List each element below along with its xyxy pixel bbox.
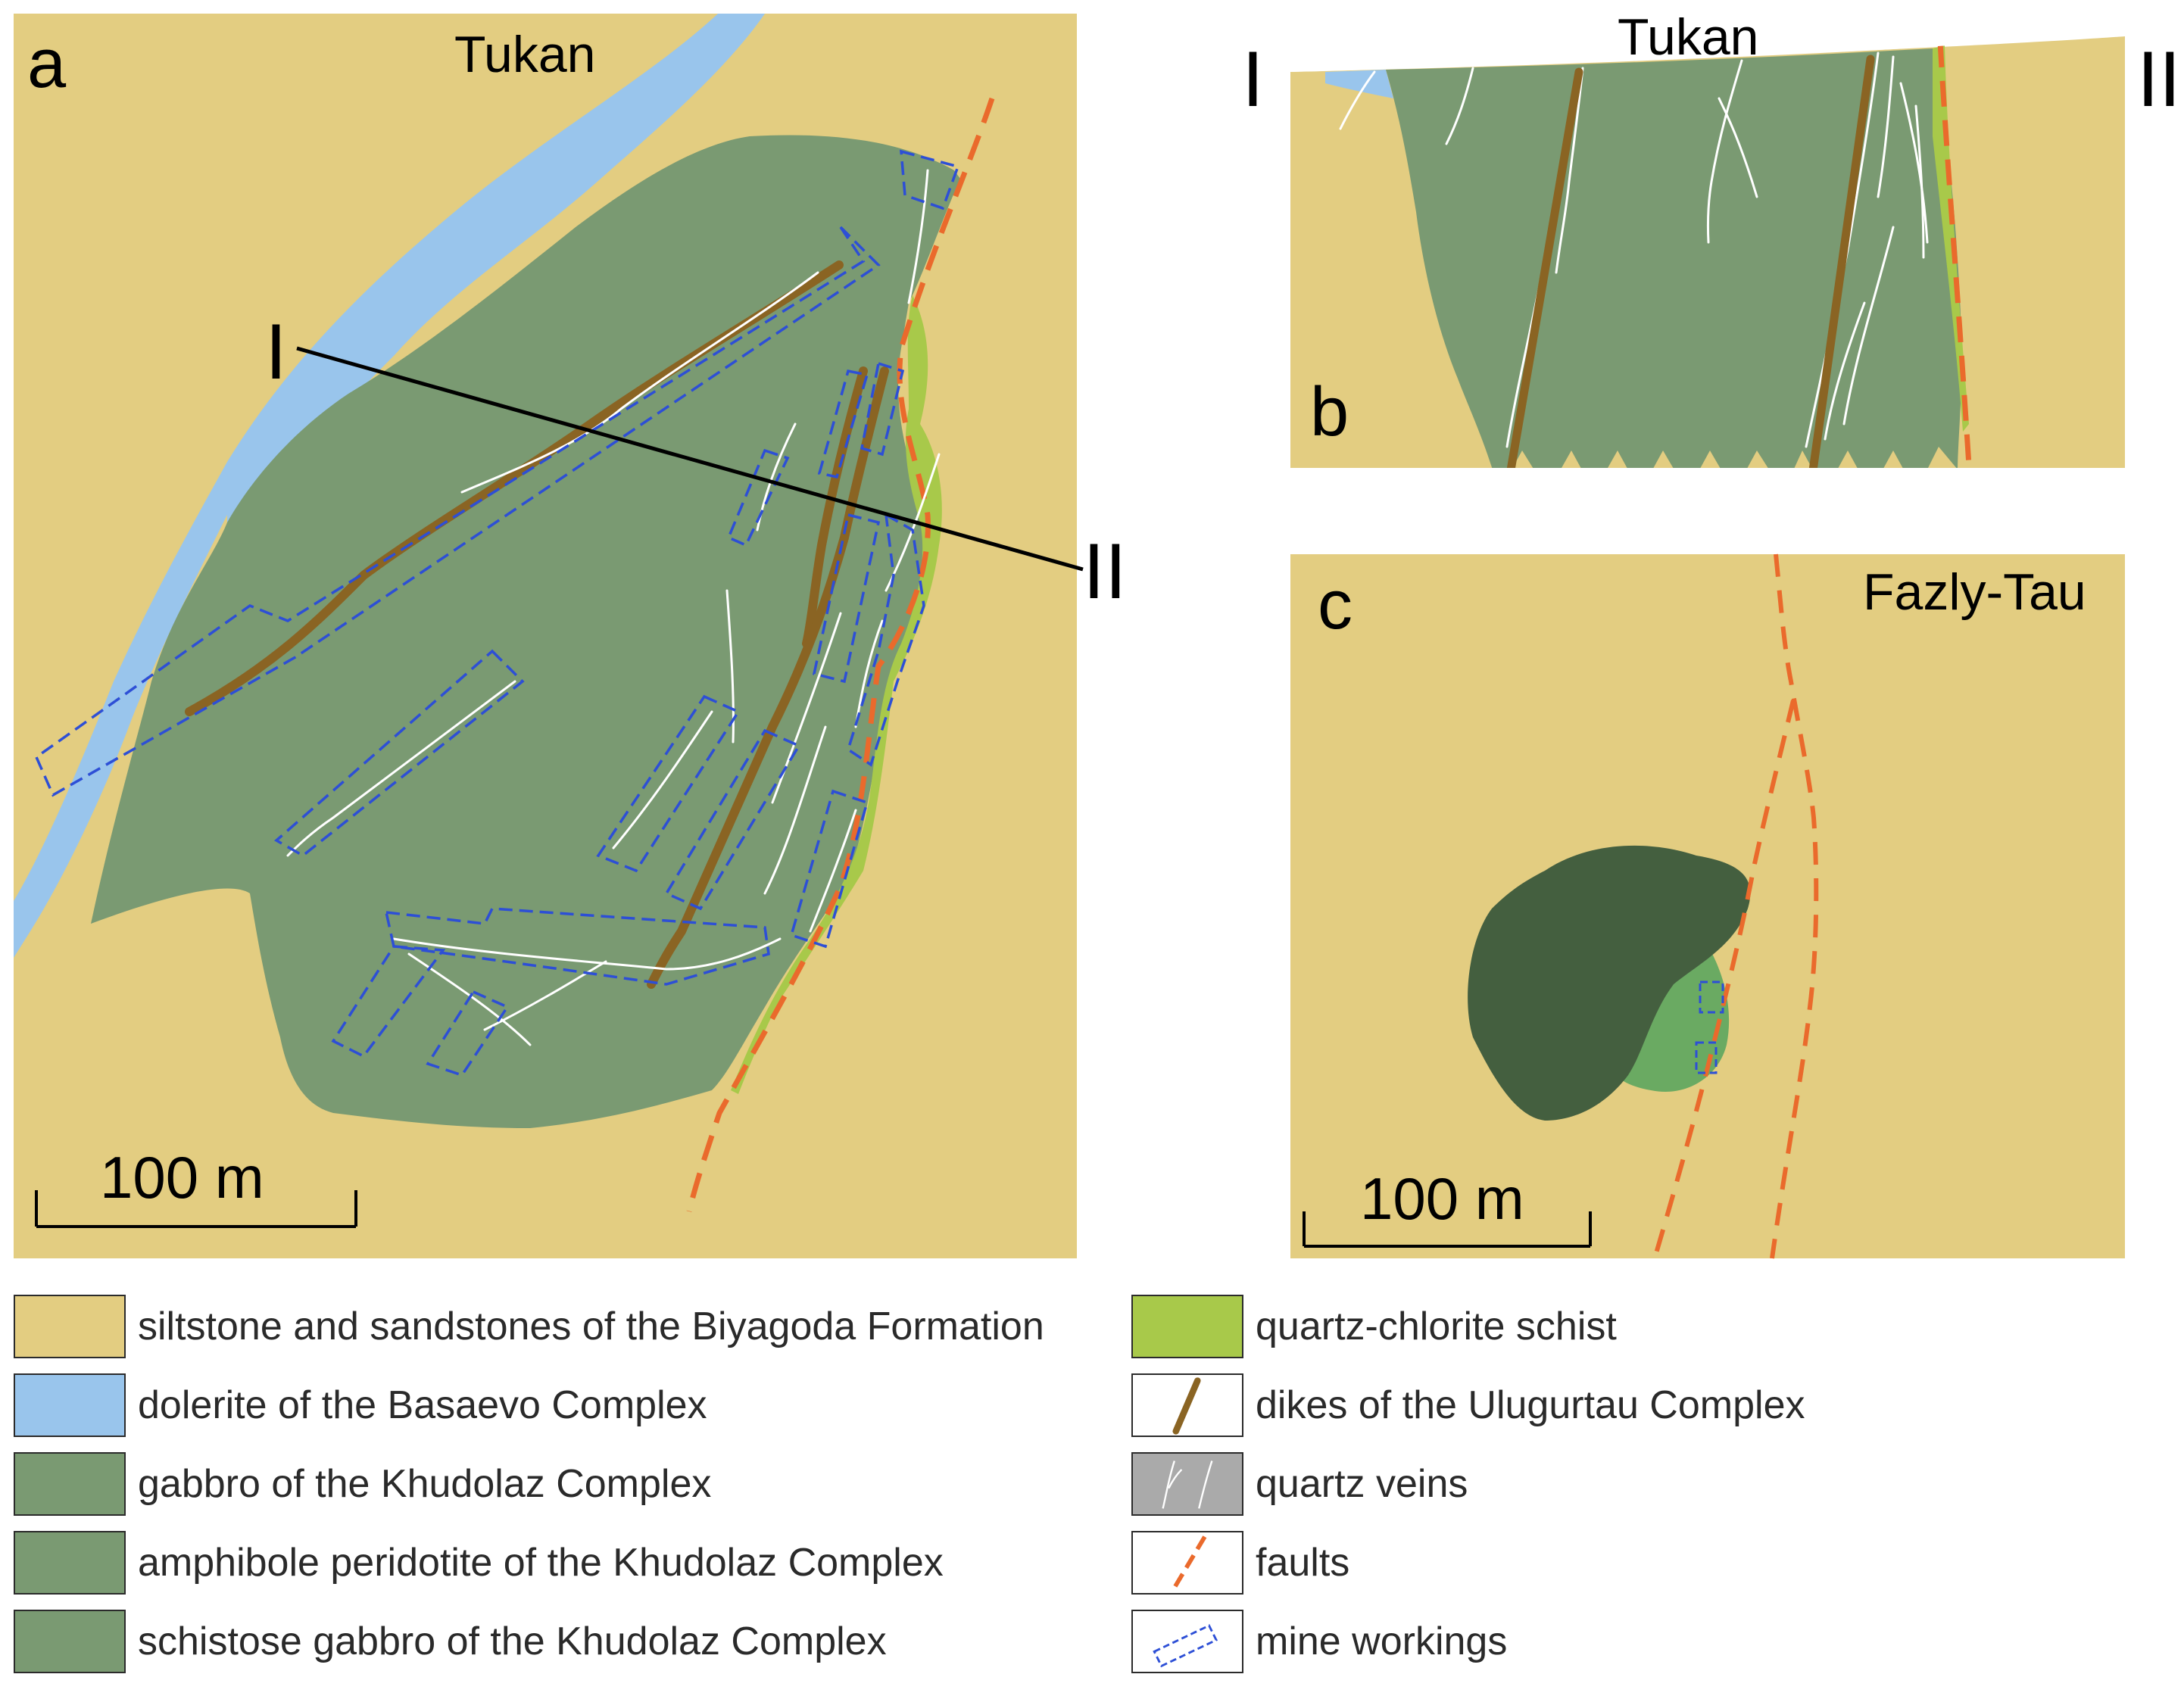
- legend-column-right: quartz-chlorite schist dikes of the Ulug…: [1131, 1287, 1805, 1681]
- panel-a-mine-working: [426, 990, 510, 1077]
- fault-symbol-icon: [1171, 1535, 1207, 1591]
- panel-b-dike-2: [1808, 55, 1875, 468]
- panel-b-section-end: II: [2137, 36, 2181, 123]
- panel-c-peridotite-body: [1468, 845, 1751, 1121]
- panel-c-mine-working: [1695, 1041, 1718, 1074]
- dike-symbol-icon: [1172, 1377, 1201, 1435]
- legend-item-quartz-veins: quartz veins: [1131, 1445, 1805, 1523]
- legend-item-dikes: dikes of the Ulugurtau Complex: [1131, 1366, 1805, 1445]
- mine-working-swatch: [1131, 1610, 1243, 1673]
- panel-b-place-name: Tukan: [1618, 8, 1758, 66]
- legend-label: amphibole peridotite of the Khudolaz Com…: [138, 1541, 944, 1585]
- panel-c-fault-1: [1770, 553, 1819, 1259]
- panel-a-mine-working: [34, 226, 881, 797]
- panel-b-section-start: I: [1242, 36, 1264, 123]
- panel-c-letter: c: [1318, 566, 1353, 644]
- panel-b-dikes: [1506, 55, 1875, 468]
- legend-label: dolerite of the Basaevo Complex: [138, 1383, 707, 1427]
- legend-item-faults: faults: [1131, 1523, 1805, 1602]
- panel-a-mine-workings: [34, 149, 960, 1077]
- panel-a-section-line: [296, 346, 1084, 572]
- panel-a-section-end: II: [1083, 528, 1127, 616]
- siltstone-swatch: [14, 1295, 126, 1358]
- quartz-vein-swatch: [1131, 1452, 1243, 1516]
- mine-working-symbol-icon: [1153, 1624, 1218, 1668]
- legend-label: dikes of the Ulugurtau Complex: [1256, 1383, 1805, 1427]
- legend-item-mine-workings: mine workings: [1131, 1602, 1805, 1681]
- panel-a-mine-working: [664, 728, 801, 911]
- panel-a-mine-working: [900, 149, 960, 210]
- panel-a-gabbro-body: [91, 135, 960, 1128]
- panel-a-mine-working: [384, 907, 770, 986]
- panel-b-dolerite-wedge: [1325, 70, 1393, 98]
- panel-a-dike-east-1: [802, 366, 868, 648]
- legend-item-peridotite: amphibole peridotite of the Khudolaz Com…: [14, 1523, 1044, 1602]
- panel-a-map: a Tukan I II 100 m: [14, 14, 1127, 1258]
- panel-a-mine-working: [812, 513, 881, 684]
- panel-b-fault: [1937, 41, 1972, 466]
- legend-label: siltstone and sandstones of the Biyagoda…: [138, 1305, 1044, 1348]
- panel-c-faults: [1652, 553, 1819, 1259]
- panel-a-mine-working: [596, 694, 741, 873]
- dike-swatch: [1131, 1373, 1243, 1437]
- legend-label: faults: [1256, 1541, 1350, 1585]
- dolerite-swatch: [14, 1373, 126, 1437]
- legend-label: schistose gabbro of the Khudolaz Complex: [138, 1620, 887, 1663]
- panel-c-fault-2: [1652, 700, 1796, 1259]
- schist-swatch: [1131, 1295, 1243, 1358]
- legend-label: gabbro of the Khudolaz Complex: [138, 1462, 712, 1506]
- panel-a-mine-working: [274, 649, 525, 858]
- legend-column-left: siltstone and sandstones of the Biyagoda…: [14, 1287, 1044, 1681]
- panel-c-mine-working: [1699, 980, 1724, 1014]
- panel-a-scale-bar: [35, 1190, 357, 1228]
- panel-b-cross-section: b Tukan I II: [1242, 8, 2181, 468]
- legend: siltstone and sandstones of the Biyagoda…: [0, 1287, 2184, 1699]
- fault-swatch: [1131, 1531, 1243, 1595]
- legend-item-dolerite: dolerite of the Basaevo Complex: [14, 1366, 1044, 1445]
- panel-a-quartz-veins: [286, 169, 941, 1046]
- panel-a-place-name: Tukan: [454, 26, 595, 83]
- peridotite-swatch: [14, 1531, 126, 1595]
- panel-a-mine-working: [860, 361, 905, 457]
- panel-a-mine-working: [817, 369, 869, 479]
- legend-label: quartz-chlorite schist: [1256, 1305, 1617, 1348]
- panel-a-scale-label: 100 m: [100, 1144, 264, 1211]
- panel-a-mine-working: [331, 945, 446, 1058]
- panel-b-ground-surface: [1290, 14, 2125, 72]
- panel-a-dike-east-2: [647, 366, 889, 989]
- legend-item-siltstone: siltstone and sandstones of the Biyagoda…: [14, 1287, 1044, 1366]
- panel-a-mine-working: [846, 512, 925, 767]
- panel-b-letter: b: [1310, 373, 1349, 450]
- panel-a-section-start: I: [265, 308, 287, 396]
- panel-b-dike-1: [1506, 67, 1583, 468]
- panel-a-fault: [686, 97, 995, 1212]
- panel-a-mine-working: [726, 448, 790, 547]
- panel-a-mine-working: [789, 789, 869, 949]
- panel-c-place-name: Fazly-Tau: [1863, 563, 2086, 621]
- legend-label: mine workings: [1256, 1620, 1508, 1663]
- panel-c-scale-label: 100 m: [1360, 1165, 1524, 1232]
- panel-c-mine-workings: [1695, 980, 1724, 1074]
- panel-a-letter: a: [27, 25, 67, 102]
- legend-item-schistose-gabbro: schistose gabbro of the Khudolaz Complex: [14, 1602, 1044, 1681]
- schistose-gabbro-swatch: [14, 1610, 126, 1673]
- legend-label: quartz veins: [1256, 1462, 1468, 1506]
- legend-item-schist: quartz-chlorite schist: [1131, 1287, 1805, 1366]
- panel-a-schist-strip: [731, 295, 942, 1094]
- panel-c-map: c Fazly-Tau 100 m: [1290, 553, 2125, 1259]
- panel-c-scale-bar: [1303, 1211, 1592, 1248]
- gabbro-swatch: [14, 1452, 126, 1516]
- quartz-vein-symbol-icon: [1162, 1461, 1213, 1509]
- legend-item-gabbro: gabbro of the Khudolaz Complex: [14, 1445, 1044, 1523]
